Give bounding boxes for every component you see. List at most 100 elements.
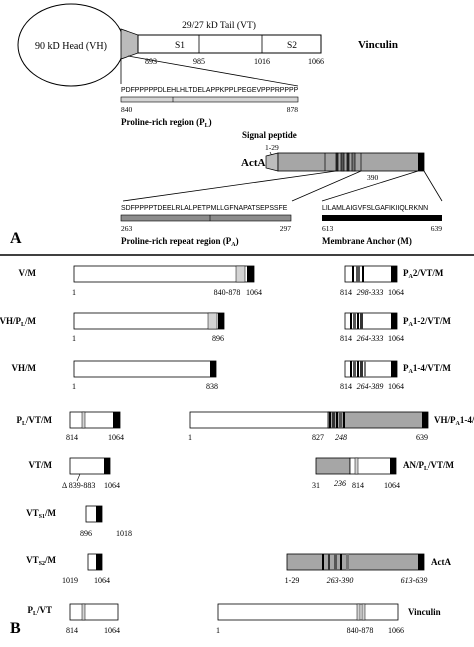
construct-v-m: V/M 1 840-878 1064 bbox=[19, 265, 262, 297]
num-297: 297 bbox=[280, 224, 292, 233]
construct-label: VTS2/M bbox=[26, 555, 56, 567]
num: 1 bbox=[72, 334, 76, 343]
num: 840-878 bbox=[347, 626, 374, 635]
acta-anchor-block bbox=[418, 153, 424, 171]
construct-label: AN/PL/VT/M bbox=[403, 460, 455, 472]
construct-label: VT/M bbox=[29, 460, 53, 470]
prr-title: Proline-rich repeat region (PA) bbox=[121, 236, 239, 248]
construct-pl-vt: PL/VT 814 1064 bbox=[27, 603, 120, 635]
num: 31 bbox=[312, 481, 320, 490]
num: 1064 bbox=[108, 433, 124, 442]
num: 1064 bbox=[104, 481, 120, 490]
prr-bar bbox=[120, 214, 292, 222]
acta-zoom-3 bbox=[321, 170, 419, 202]
construct-vh-pa1-4-ac-m: VH/PA1-4/AC/M 1 827 248 639 bbox=[188, 411, 474, 442]
num: 613-639 bbox=[401, 576, 428, 585]
num: 1 bbox=[188, 433, 192, 442]
construct-an-pl-vt-m: AN/PL/VT/M 31 236 814 1064 bbox=[312, 457, 455, 490]
acta-repeat-stripes bbox=[324, 152, 362, 172]
num: 814 bbox=[340, 382, 352, 391]
anchor-sequence: LILAMLAIGVFSLGAFIKIIQLRKNN bbox=[322, 205, 428, 212]
num: 1064 bbox=[94, 576, 110, 585]
construct-label: V/M bbox=[19, 268, 37, 278]
num: 639 bbox=[416, 433, 428, 442]
num: 1064 bbox=[388, 334, 404, 343]
num: 1018 bbox=[116, 529, 132, 538]
num: 1019 bbox=[62, 576, 78, 585]
construct-vh-pl-m: VH/PL/M 1 896 bbox=[0, 312, 225, 343]
construct-label: VH/PL/M bbox=[0, 316, 37, 328]
vinculin-title: Vinculin bbox=[358, 39, 398, 51]
construct-label: VTS1/M bbox=[26, 508, 56, 520]
acta-zoom-1 bbox=[122, 170, 337, 202]
num: 827 bbox=[312, 433, 324, 442]
acta-zoom-2 bbox=[291, 170, 362, 202]
construct-vh-m: VH/M 1 838 bbox=[12, 360, 218, 391]
num: 263-390 bbox=[327, 576, 354, 585]
num: 264-333 bbox=[357, 334, 384, 343]
num-263: 263 bbox=[121, 224, 133, 233]
num: 1 bbox=[72, 382, 76, 391]
panel-a-label: A bbox=[10, 230, 22, 247]
head-label: 90 kD Head (VH) bbox=[35, 41, 107, 52]
proline-sequence: PDFPPPPPDLEHLHLTDELAPPKPPLPEGEVPPPRPPPP bbox=[121, 87, 299, 94]
num-840: 840 bbox=[121, 105, 133, 114]
num: 840-878 bbox=[214, 288, 241, 297]
anchor-bar bbox=[322, 215, 442, 221]
construct-pa1-2-vt-m: PA1-2/VT/M 814 264-333 1064 bbox=[340, 312, 451, 343]
panel-b-label: B bbox=[10, 620, 21, 637]
num-390: 390 bbox=[367, 173, 379, 182]
construct-label: VH/PA1-4/AC/M bbox=[434, 415, 474, 427]
num: 1064 bbox=[384, 481, 400, 490]
num-985: 985 bbox=[193, 57, 205, 66]
num: 236 bbox=[334, 479, 346, 488]
acta-prr-sequence: SDFPPPPTDEELRLALPETPMLLGFNAPATSEPSSFE bbox=[121, 205, 288, 212]
construct-label: PL/VT bbox=[27, 605, 52, 617]
num: 1064 bbox=[246, 288, 262, 297]
num-639: 639 bbox=[431, 224, 443, 233]
construct-label: PL/VT/M bbox=[16, 415, 52, 427]
vinculin-tail-bar bbox=[137, 34, 322, 54]
construct-pa1-4-vt-m: PA1-4/VT/M 814 264-389 1064 bbox=[340, 360, 451, 391]
s1-label: S1 bbox=[175, 41, 185, 51]
anchor-title: Membrane Anchor (M) bbox=[322, 236, 412, 246]
num-878: 878 bbox=[287, 105, 299, 114]
tail-label: 29/27 kD Tail (VT) bbox=[182, 20, 256, 31]
construct-label: VH/M bbox=[12, 363, 37, 373]
num-893: 893 bbox=[145, 57, 157, 66]
num: 1066 bbox=[388, 626, 404, 635]
num: 814 bbox=[66, 626, 78, 635]
num: 838 bbox=[206, 382, 218, 391]
construct-vt-m: VT/M Δ 839-883 1064 bbox=[29, 457, 120, 490]
num: 248 bbox=[335, 433, 347, 442]
construct-pl-vt-m: PL/VT/M 814 1064 bbox=[16, 411, 124, 442]
num: 814 bbox=[66, 433, 78, 442]
acta-title: ActA bbox=[241, 157, 265, 169]
num: 814 bbox=[340, 334, 352, 343]
panel-b: V/M 1 840-878 1064 VH/PL/M 1 896 VH/M 1 … bbox=[0, 265, 474, 637]
num: 264-389 bbox=[357, 382, 384, 391]
num: 814 bbox=[352, 481, 364, 490]
acta-signal-wedge bbox=[265, 152, 279, 172]
construct-label: Vinculin bbox=[408, 607, 441, 617]
construct-vts1-m: VTS1/M 896 1018 bbox=[26, 505, 132, 538]
s2-label: S2 bbox=[287, 41, 297, 51]
signal-peptide-label: Signal peptide bbox=[242, 130, 297, 140]
num-613: 613 bbox=[322, 224, 334, 233]
construct-pa2-vt-m: PA2/VT/M 814 298-333 1064 bbox=[340, 265, 444, 297]
num: 1 bbox=[216, 626, 220, 635]
num: 298-333 bbox=[357, 288, 384, 297]
zoom-line-right bbox=[127, 55, 299, 87]
num: Δ 839-883 bbox=[62, 481, 95, 490]
construct-vinculin: Vinculin 1 840-878 1066 bbox=[216, 603, 441, 635]
num: 1064 bbox=[388, 382, 404, 391]
construct-acta: ActA 1-29 263-390 613-639 bbox=[285, 553, 451, 585]
num-1-29: 1-29 bbox=[265, 143, 279, 152]
num: 1064 bbox=[104, 626, 120, 635]
num-1066: 1066 bbox=[308, 57, 324, 66]
acta-bar bbox=[277, 152, 425, 172]
num: 1 bbox=[72, 288, 76, 297]
acta-zoom-4 bbox=[423, 170, 443, 202]
num-1016: 1016 bbox=[254, 57, 270, 66]
